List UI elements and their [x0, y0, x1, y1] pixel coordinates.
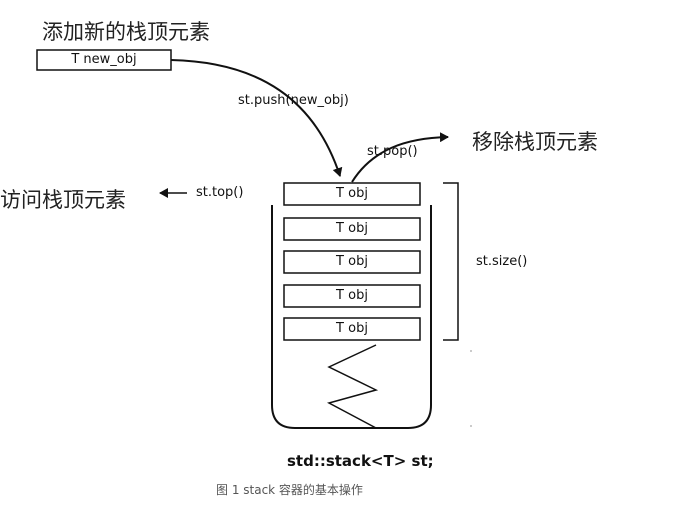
push-label: st.push(new_obj)	[238, 93, 349, 108]
stack-item-box-1	[283, 182, 421, 206]
pop-arrow	[351, 132, 449, 183]
figure-caption: 图 1 stack 容器的基本操作	[216, 483, 363, 497]
stack-item-label: T obj	[336, 186, 368, 201]
stack-declaration: std::stack<T> st;	[287, 452, 434, 470]
stack-item-label: T obj	[336, 321, 368, 336]
access-top-label: 访问栈顶元素	[0, 188, 126, 212]
stack-item-label: T obj	[336, 288, 368, 303]
stack-item-label: T obj	[336, 221, 368, 236]
new-obj-label: T new_obj	[71, 52, 137, 67]
push-arrow	[170, 59, 343, 177]
stack-item-box-3	[283, 250, 421, 274]
spring-zigzag	[326, 344, 379, 429]
add-top-label: 添加新的栈顶元素	[42, 20, 210, 44]
pop-label: st.pop()	[367, 144, 418, 159]
stack-item-label: T obj	[336, 254, 368, 269]
stack-item-box-2	[283, 217, 421, 241]
stack-item-box-4	[283, 284, 421, 308]
stack-container	[271, 205, 432, 429]
stack-item-box-5	[283, 317, 421, 341]
faint-dot	[470, 425, 472, 427]
remove-top-label: 移除栈顶元素	[472, 130, 598, 154]
size-label: st.size()	[476, 254, 528, 269]
top-label: st.top()	[196, 185, 244, 200]
size-bracket	[443, 182, 459, 341]
faint-dot	[470, 350, 472, 352]
